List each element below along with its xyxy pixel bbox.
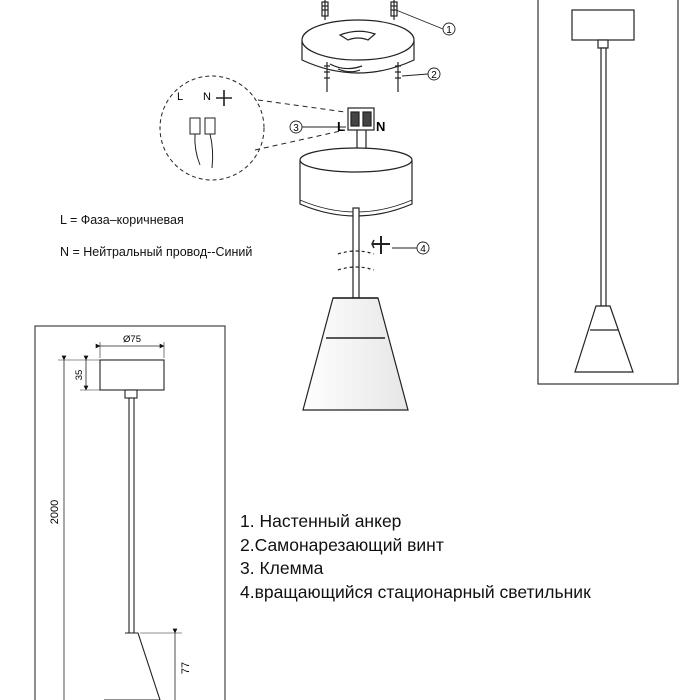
callout-3: 3 — [293, 123, 299, 134]
side-view — [537, 0, 679, 385]
dim-diameter: Ø75 — [123, 334, 141, 345]
exploded-view — [299, 0, 415, 411]
terminal-label-l: L — [337, 119, 345, 134]
part-item: 4.вращающийся стационарный светильник — [240, 581, 591, 605]
mounting-plate — [301, 19, 415, 74]
detail-label-n: N — [203, 91, 211, 103]
dim-shade-height: 77 — [180, 662, 192, 674]
part-text: Настенный анкер — [259, 511, 402, 531]
terminal-label-n: N — [376, 119, 385, 134]
callout-leaders — [289, 9, 456, 255]
dimension-view — [34, 325, 226, 700]
callout-1: 1 — [446, 25, 452, 36]
part-number: 4. — [240, 581, 255, 602]
cone-shade — [302, 297, 409, 411]
parts-list: 1. Настенный анкер 2.Самонарезающий винт… — [240, 510, 591, 604]
terminal-block — [347, 107, 375, 150]
part-item: 3. Клемма — [240, 557, 591, 581]
part-number: 2. — [240, 534, 255, 555]
screw-icon — [324, 62, 401, 92]
part-number: 1. — [240, 511, 255, 531]
part-number: 3. — [240, 558, 255, 578]
part-text: Самонарезающий винт — [254, 534, 444, 555]
suspension-rod — [337, 207, 375, 299]
detail-label-l: L — [177, 91, 183, 103]
part-item: 2.Самонарезающий винт — [240, 534, 591, 558]
canopy-cylinder — [299, 147, 413, 217]
wire-legend-n: N = Нейтральный провод--Синий — [60, 245, 253, 259]
callout-2: 2 — [431, 70, 437, 81]
wire-legend-l: L = Фаза–коричневая — [60, 213, 184, 227]
part-text: вращающийся стационарный светильник — [254, 581, 591, 602]
dim-canopy-height: 35 — [74, 370, 85, 381]
wiring-detail — [159, 75, 346, 181]
wall-anchor-icon — [321, 0, 398, 20]
part-item: 1. Настенный анкер — [240, 510, 591, 534]
part-text: Клемма — [259, 558, 324, 578]
callout-4: 4 — [420, 244, 426, 255]
rotate-icon — [371, 236, 390, 254]
dim-total-length: 2000 — [49, 500, 61, 524]
